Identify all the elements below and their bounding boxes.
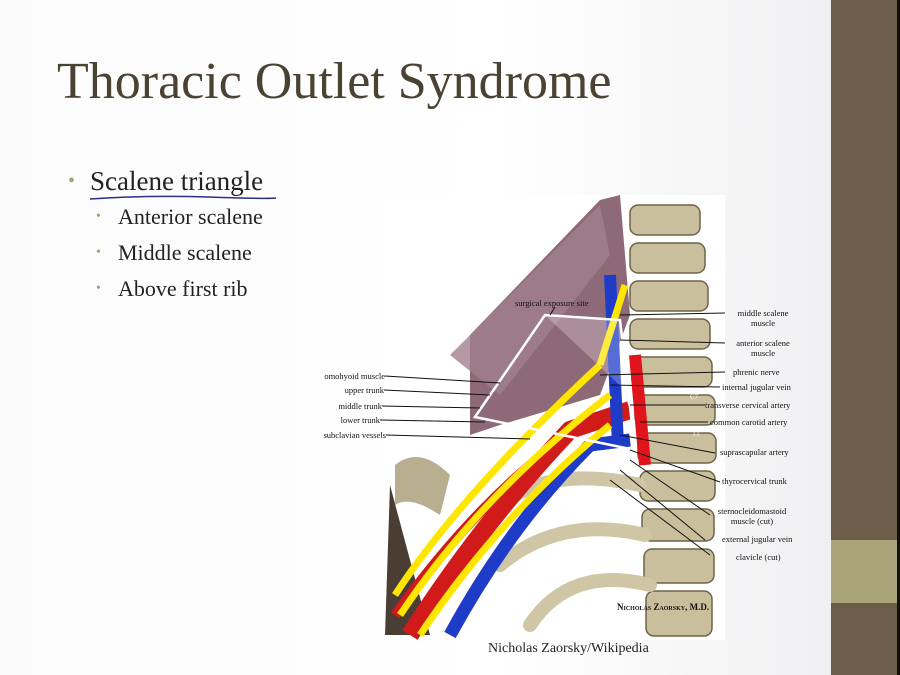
bullet-icon: • — [96, 245, 101, 260]
figure-label: internal jugular vein — [722, 382, 791, 392]
sub-bullet-text: Anterior scalene — [118, 204, 263, 229]
figure-label: common carotid artery — [710, 417, 788, 427]
figure-label-top: surgical exposure site — [515, 298, 589, 308]
figure-label: subclavian vessels — [323, 430, 386, 440]
figure-label: middle trunk — [338, 401, 382, 411]
figure-label: external jugular vein — [722, 534, 793, 544]
figure-label: transverse cervical artery — [705, 400, 791, 410]
sub-bullet-text: Middle scalene — [118, 240, 252, 265]
figure-label: anterior scalene muscle — [736, 338, 790, 358]
window-edge — [897, 0, 900, 675]
illustrator-signature: Nicholas Zaorsky, M.D. — [617, 602, 710, 612]
vertebra-label: C7 — [690, 393, 699, 401]
figure-label: thyrocervical trunk — [722, 476, 787, 486]
sub-bullet-text: Above first rib — [118, 276, 248, 301]
vertebra-label: T1 — [692, 430, 700, 438]
figure-label: suprascapular artery — [720, 447, 789, 457]
slide: Thoracic Outlet Syndrome • Scalene trian… — [0, 0, 831, 675]
image-caption: Nicholas Zaorsky/Wikipedia — [488, 641, 649, 656]
bullet-icon: • — [96, 209, 101, 224]
sidebar-accent-block — [831, 540, 897, 603]
bullet-icon: • — [96, 281, 101, 296]
bullet-text: Scalene triangle — [90, 166, 264, 196]
bullet-icon: • — [68, 170, 76, 192]
figure-label: sternocleidomastoid muscle (cut) — [717, 506, 787, 526]
figure-label: upper trunk — [344, 385, 384, 395]
figure-label: phrenic nerve — [733, 367, 780, 377]
figure-label: middle scalene muscle — [737, 308, 789, 328]
figure-label: lower trunk — [340, 415, 380, 425]
slide-title: Thoracic Outlet Syndrome — [57, 53, 612, 110]
anatomy-illustration: surgical exposure site C7 T1 omohyoid mu… — [300, 195, 810, 645]
decorative-sidebar — [831, 0, 897, 675]
handwritten-underline — [89, 195, 277, 200]
anatomy-drawing — [379, 195, 726, 640]
figure-label: clavicle (cut) — [736, 552, 781, 562]
figure-label: omohyoid muscle — [324, 371, 385, 381]
